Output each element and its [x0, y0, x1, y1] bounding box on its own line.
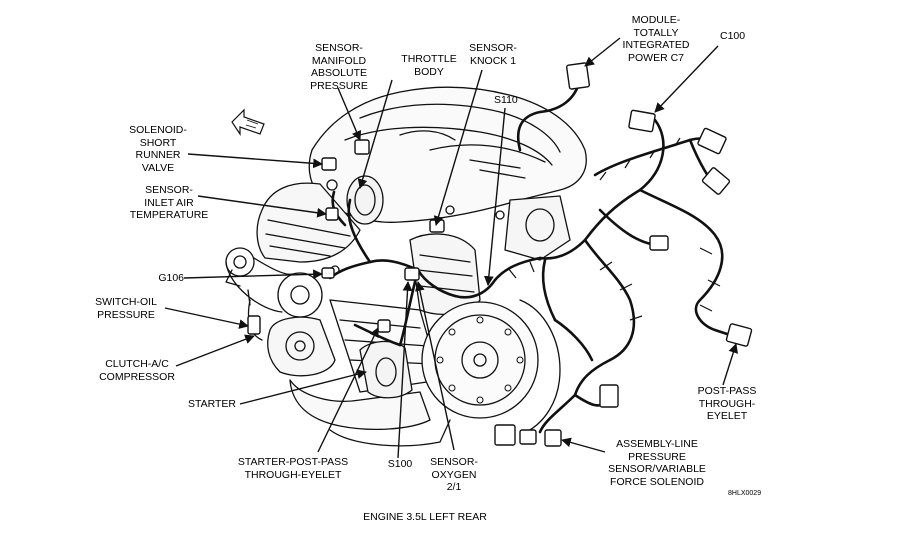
label-s110: S110: [494, 94, 518, 106]
leader-starter: [239, 369, 367, 405]
leader-sensor-knock: [433, 69, 483, 226]
label-throttle-body: THROTTLE BODY: [401, 53, 457, 78]
leader-sensor-oxygen: [415, 281, 455, 451]
connectors: [247, 62, 753, 447]
leader-lines: [164, 37, 739, 459]
label-s100: S100: [387, 458, 413, 470]
label-module-tipm: MODULE- TOTALLY INTEGRATED POWER C7: [622, 14, 690, 64]
label-starter: STARTER: [187, 398, 236, 410]
label-solenoid-srv: SOLENOID- SHORT RUNNER VALVE: [129, 124, 187, 174]
label-sensor-map: SENSOR- MANIFOLD ABSOLUTE PRESSURE: [310, 42, 368, 92]
leader-s110: [483, 107, 506, 286]
figure-id: 8HLX0029: [728, 490, 762, 497]
label-sensor-iat: SENSOR- INLET AIR TEMPERATURE: [129, 184, 209, 221]
leader-sensor-map: [337, 87, 362, 141]
direction-arrow-icon: [231, 108, 265, 136]
leader-assembly-line: [561, 437, 606, 453]
label-c100: C100: [720, 30, 746, 42]
leader-starter-eyelet: [317, 327, 379, 453]
leader-clutch-ac: [175, 334, 255, 367]
wiring-harness: [328, 78, 744, 434]
leader-sensor-iat: [197, 195, 327, 218]
engine-illustration: [225, 86, 587, 447]
label-g106: G106: [158, 272, 184, 284]
label-post-pass-eyelet: POST-PASS THROUGH- EYELET: [697, 385, 757, 422]
leader-switch-oil: [164, 307, 249, 329]
leader-c100: [654, 45, 719, 113]
leader-g106: [183, 269, 323, 280]
label-sensor-knock: SENSOR- KNOCK 1: [469, 42, 517, 67]
leader-s100: [397, 281, 413, 459]
label-clutch-ac: CLUTCH-A/C COMPRESSOR: [99, 358, 175, 383]
label-sensor-oxygen: SENSOR- OXYGEN 2/1: [430, 456, 478, 493]
label-starter-eyelet: STARTER-POST-PASS THROUGH-EYELET: [237, 456, 349, 481]
label-assembly-line: ASSEMBLY-LINE PRESSURE SENSOR/VARIABLE F…: [608, 438, 706, 488]
harness-ties: [507, 137, 721, 321]
leader-solenoid-srv: [187, 153, 323, 169]
diagram-caption: ENGINE 3.5L LEFT REAR: [363, 511, 487, 523]
leader-throttle-body: [357, 79, 393, 189]
leader-post-pass-eyelet: [722, 343, 739, 386]
label-switch-oil: SWITCH-OIL PRESSURE: [95, 296, 157, 321]
leader-module-tipm: [584, 37, 621, 67]
